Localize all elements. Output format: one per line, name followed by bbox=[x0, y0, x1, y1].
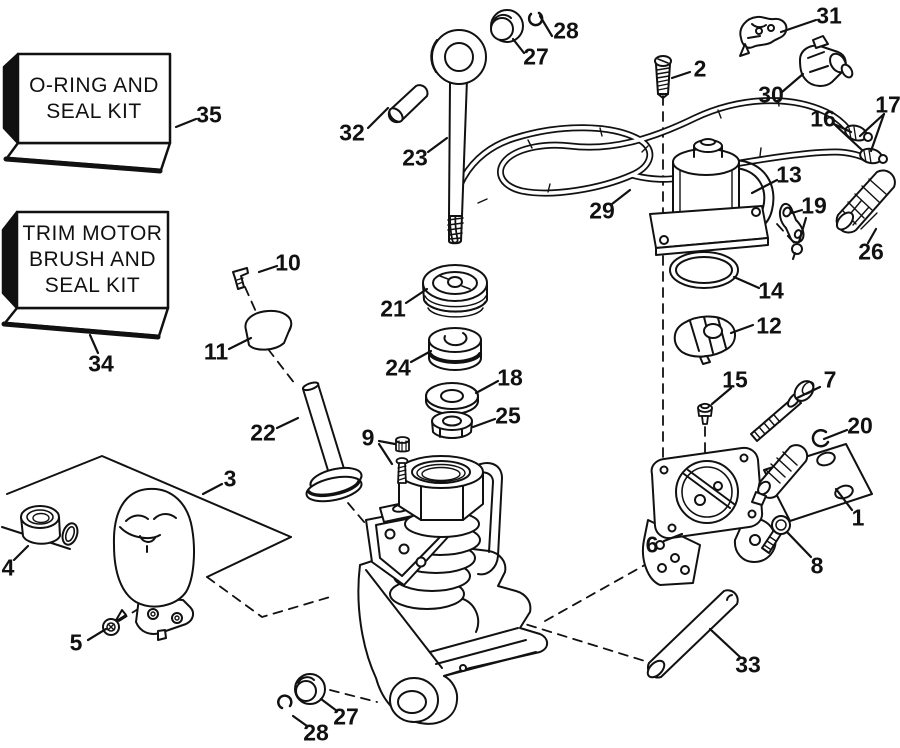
part-cover bbox=[112, 487, 195, 641]
callout-1-29: 1 bbox=[851, 504, 865, 531]
part-8-screw bbox=[761, 515, 791, 554]
kit-box-oring-line-2: SEAL KIT bbox=[46, 99, 142, 123]
callout-26-14: 26 bbox=[858, 238, 884, 265]
part-27-cap-top bbox=[490, 9, 524, 43]
callout-35-0: 35 bbox=[196, 101, 222, 128]
callout-6-28: 6 bbox=[645, 531, 659, 558]
part-7-bolt bbox=[750, 380, 815, 442]
callout-16-9: 16 bbox=[810, 105, 836, 132]
part-33-rod bbox=[646, 589, 739, 679]
part-main-cylinder-housing bbox=[357, 455, 549, 725]
callout-28-36: 28 bbox=[303, 719, 329, 746]
callout-27-35: 27 bbox=[333, 703, 359, 730]
kit-box-trim-motor bbox=[1, 210, 170, 340]
part-10-screw bbox=[232, 267, 249, 290]
callout-3-31: 3 bbox=[223, 465, 237, 492]
part-5-screw bbox=[102, 609, 127, 636]
callout-22-23: 22 bbox=[250, 419, 276, 446]
callout-15-25: 15 bbox=[722, 366, 748, 393]
part-22-tube bbox=[301, 381, 363, 503]
part-20-ring bbox=[811, 429, 830, 448]
part-14-o-ring bbox=[669, 251, 739, 289]
kit-box-trim-motor-label: TRIM MOTOR BRUSH AND SEAL KIT bbox=[17, 212, 168, 308]
callout-13-12: 13 bbox=[776, 161, 802, 188]
callout-7-26: 7 bbox=[823, 366, 837, 393]
callout-31-7: 31 bbox=[816, 2, 842, 29]
callout-25-22: 25 bbox=[495, 402, 521, 429]
kit-box-oring-line-1: O-RING AND bbox=[29, 73, 159, 97]
part-21-end-cap bbox=[422, 264, 488, 318]
callout-29-11: 29 bbox=[589, 197, 615, 224]
callout-12-16: 12 bbox=[756, 312, 782, 339]
callout-9-24: 9 bbox=[361, 424, 375, 451]
callout-5-33: 5 bbox=[69, 629, 83, 656]
callout-34-1: 34 bbox=[88, 350, 114, 377]
part-28-ring-top bbox=[527, 11, 544, 27]
part-2-screw bbox=[654, 55, 672, 99]
part-28-ring-bottom bbox=[277, 694, 293, 710]
callout-4-32: 4 bbox=[1, 554, 15, 581]
callout-30-8: 30 bbox=[758, 81, 784, 108]
part-13-trim-motor bbox=[649, 138, 775, 256]
part-26-hose bbox=[835, 169, 896, 234]
kit-box-oring-seal bbox=[2, 52, 172, 174]
callout-14-15: 14 bbox=[758, 277, 784, 304]
part-32-pin bbox=[387, 84, 429, 124]
kit-box-trim-motor-line-2: BRUSH AND bbox=[28, 248, 157, 271]
callout-11-18: 11 bbox=[203, 338, 229, 365]
callout-24-20: 24 bbox=[385, 354, 411, 381]
callout-28-5: 28 bbox=[553, 17, 579, 44]
callout-17-10: 17 bbox=[875, 91, 900, 118]
kit-box-trim-motor-line-1: TRIM MOTOR bbox=[22, 222, 163, 245]
callout-32-2: 32 bbox=[339, 119, 365, 146]
part-29-wire-harness bbox=[449, 97, 873, 244]
part-18-washer bbox=[425, 382, 479, 415]
part-12-coupler bbox=[673, 315, 736, 365]
part-25-nut bbox=[431, 411, 473, 439]
callout-10-17: 10 bbox=[275, 249, 301, 276]
part-9-bleed-screws bbox=[395, 436, 410, 484]
kit-box-trim-motor-line-3: SEAL KIT bbox=[44, 274, 141, 297]
part-23-piston-rod bbox=[430, 29, 487, 245]
part-4-bushing bbox=[20, 505, 79, 546]
callout-23-3: 23 bbox=[402, 144, 428, 171]
part-15-screw bbox=[697, 402, 713, 425]
part-30-connector bbox=[799, 35, 854, 87]
callout-27-4: 27 bbox=[523, 43, 549, 70]
part-19-link bbox=[778, 202, 805, 260]
callout-21-19: 21 bbox=[380, 295, 406, 322]
part-27-cap-bottom bbox=[294, 673, 326, 705]
callout-18-21: 18 bbox=[497, 364, 523, 391]
callout-19-13: 19 bbox=[801, 192, 827, 219]
callout-33-34: 33 bbox=[735, 651, 761, 678]
part-31-retainer bbox=[739, 15, 788, 57]
part-11-brush bbox=[244, 309, 293, 351]
kit-box-oring-label: O-RING AND SEAL KIT bbox=[18, 54, 170, 143]
callout-8-30: 8 bbox=[810, 552, 824, 579]
part-24-piston bbox=[428, 327, 482, 371]
callout-20-27: 20 bbox=[847, 412, 873, 439]
callout-leader-lines bbox=[12, 14, 886, 728]
callout-2-6: 2 bbox=[693, 55, 707, 82]
